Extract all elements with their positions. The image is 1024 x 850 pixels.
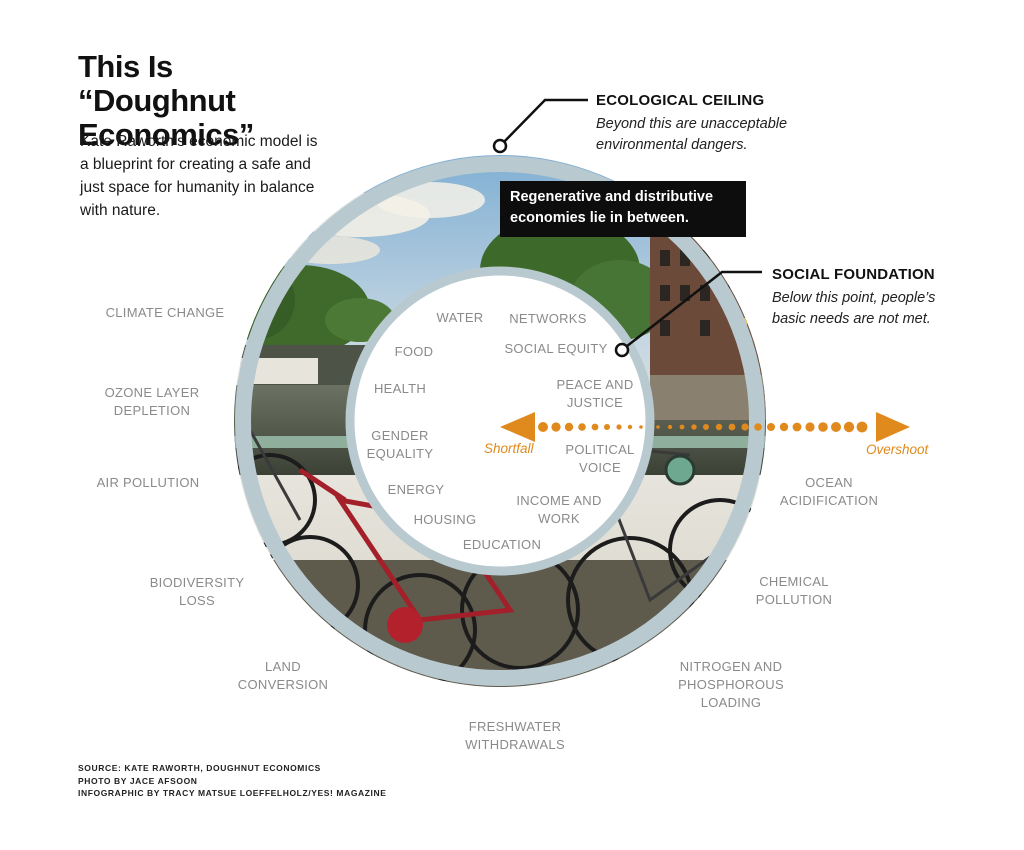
intro-text: Kate Raworth’s economic model is a bluep… — [80, 133, 318, 219]
label-food: FOOD — [394, 344, 434, 359]
social-foundation-description: Below this point, people’s basic needs a… — [772, 290, 936, 327]
social-foundation-heading: SOCIAL FOUNDATION — [772, 266, 935, 283]
label-education: EDUCATION — [462, 537, 542, 552]
foundation-marker — [614, 342, 630, 358]
credit-photo: PHOTO BY JACE AFSOON — [78, 775, 198, 786]
label-nitrogen-phosphorous-loading: NITROGEN AND PHOSPHOROUS LOADING — [678, 659, 784, 710]
label-income-and-work: INCOME AND WORK — [516, 493, 602, 526]
label-housing: HOUSING — [413, 512, 477, 527]
label-networks: NETWORKS — [509, 311, 587, 326]
shortfall-arrow — [500, 412, 643, 442]
overshoot-label: Overshoot — [866, 442, 929, 457]
in-between-note: Regenerative and distributive economies … — [500, 181, 746, 237]
label-social-equity: SOCIAL EQUITY — [504, 341, 608, 356]
label-land-conversion: LAND CONVERSION — [237, 659, 329, 692]
overshoot-arrow — [656, 412, 910, 442]
label-air-pollution: AIR POLLUTION — [96, 475, 200, 490]
label-biodiversity-loss: BIODIVERSITY LOSS — [149, 575, 245, 608]
label-freshwater-withdrawals: FRESHWATER WITHDRAWALS — [465, 719, 565, 752]
foundation-leader-line — [621, 270, 762, 351]
ceiling-marker — [492, 138, 508, 154]
label-energy: ENERGY — [387, 482, 445, 497]
ecological-ceiling-heading: ECOLOGICAL CEILING — [596, 92, 765, 109]
social-foundation-ring — [345, 266, 655, 576]
label-ocean-acidification: OCEAN ACIDIFICATION — [779, 475, 879, 508]
ecological-ceiling-ring — [235, 156, 765, 686]
page-title: This Is “Doughnut Economics” — [78, 49, 254, 152]
label-gender-equality: GENDER EQUALITY — [366, 428, 434, 461]
label-water: WATER — [436, 310, 484, 325]
credits: SOURCE: KATE RAWORTH, DOUGHNUT ECONOMICS… — [78, 762, 387, 800]
credit-infographic: INFOGRAPHIC BY TRACY MATSUE LOEFFELHOLZ/… — [78, 788, 387, 798]
credit-source: SOURCE: KATE RAWORTH, DOUGHNUT ECONOMICS — [78, 763, 321, 773]
shortfall-label: Shortfall — [484, 441, 534, 456]
ecological-ceiling-description: Beyond this are unacceptable environment… — [596, 116, 788, 153]
label-peace-and-justice: PEACE AND JUSTICE — [556, 377, 634, 410]
label-ozone-layer-depletion: OZONE LAYER DEPLETION — [104, 385, 200, 418]
ceiling-leader-line — [499, 98, 588, 147]
label-political-voice: POLITICAL VOICE — [565, 442, 635, 475]
label-climate-change: CLIMATE CHANGE — [105, 305, 225, 320]
label-chemical-pollution: CHEMICAL POLLUTION — [755, 574, 833, 607]
label-health: HEALTH — [373, 381, 427, 396]
